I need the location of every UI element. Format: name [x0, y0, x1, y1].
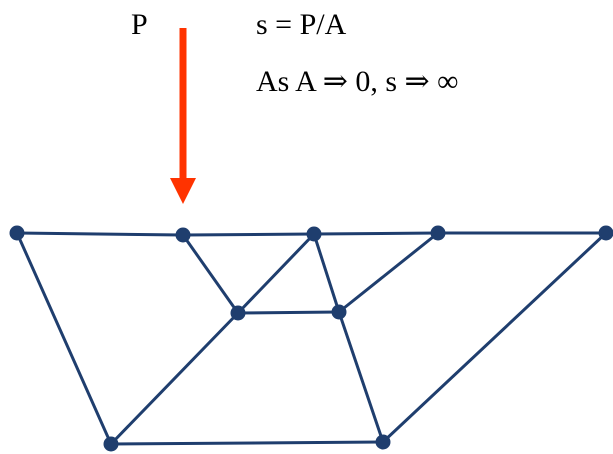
truss-joint-j2 [175, 227, 191, 243]
truss-joint-j7 [331, 304, 347, 320]
truss-joint-j4 [430, 225, 446, 241]
truss-joint-j5 [598, 225, 613, 241]
truss-joints [9, 225, 613, 452]
truss-joint-j3 [306, 226, 322, 242]
truss-member-j1-j2 [15, 231, 185, 237]
truss-joint-j1 [9, 225, 25, 241]
truss-member-j8-j9 [109, 440, 385, 446]
truss-member-j6-j3 [236, 232, 316, 315]
truss-member-j9-j5 [381, 231, 608, 444]
truss-member-j2-j3 [181, 232, 316, 237]
truss-member-j3-j7 [312, 232, 341, 314]
truss-member-j7-j4 [337, 231, 440, 314]
truss-member-j6-j7 [236, 310, 341, 315]
truss-joint-j8 [103, 436, 119, 452]
truss-member-j1-j8 [15, 231, 113, 446]
load-arrow [170, 28, 196, 204]
truss-joint-j9 [375, 434, 391, 450]
load-arrow-head [170, 178, 196, 204]
truss-member-j3-j4 [312, 231, 440, 236]
truss-members [15, 231, 608, 446]
stress-formula: s = P/A [256, 8, 347, 41]
truss-member-j7-j9 [337, 310, 385, 444]
load-label: P [131, 8, 148, 41]
truss-joint-j6 [230, 305, 246, 321]
limit-statement: As A ⇒ 0, s ⇒ ∞ [256, 65, 459, 98]
truss-member-j2-j6 [181, 233, 240, 315]
truss-member-j6-j8 [109, 311, 240, 446]
